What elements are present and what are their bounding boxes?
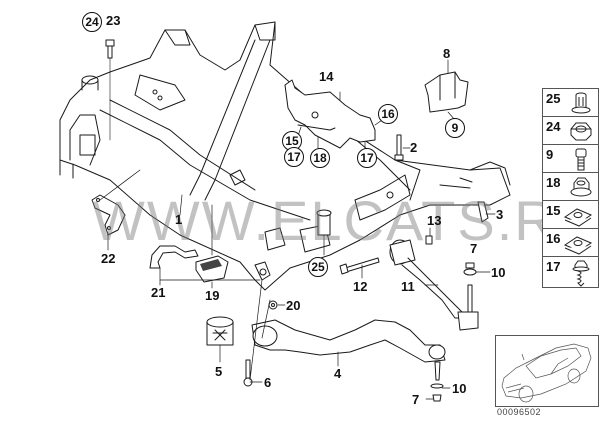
- callout-17b[interactable]: 17: [357, 148, 377, 168]
- callout-5[interactable]: 5: [215, 364, 223, 379]
- bolt-2[interactable]: [394, 134, 404, 161]
- legend-number: 9: [546, 147, 554, 162]
- legend-item[interactable]: 18: [543, 173, 598, 201]
- callout-22[interactable]: 22: [101, 251, 116, 266]
- callout-10a[interactable]: 10: [491, 265, 506, 280]
- callout-13[interactable]: 13: [427, 213, 442, 228]
- legend-item[interactable]: 17: [543, 257, 598, 287]
- fastener-legend: 25 24 9 18: [542, 88, 599, 288]
- callout-20[interactable]: 20: [286, 298, 301, 313]
- bracket-8[interactable]: [424, 71, 469, 113]
- rivet-nut-icon: [571, 92, 591, 114]
- speed-nut-clip-icon: [563, 236, 593, 255]
- callout-8[interactable]: 8: [443, 46, 451, 61]
- callout-21[interactable]: 21: [151, 285, 166, 300]
- callout-3[interactable]: 3: [496, 207, 504, 222]
- callout-12[interactable]: 12: [353, 279, 368, 294]
- callout-9[interactable]: 9: [445, 118, 465, 138]
- bushing-5[interactable]: [206, 316, 234, 346]
- diagram-id: 00096502: [497, 407, 542, 417]
- callout-1[interactable]: 1: [175, 212, 183, 227]
- callout-2[interactable]: 2: [410, 140, 418, 155]
- callout-7b[interactable]: 7: [412, 392, 420, 407]
- legend-number: 16: [546, 231, 561, 246]
- legend-item[interactable]: 25: [543, 89, 598, 117]
- bracket-22[interactable]: [91, 194, 126, 236]
- callout-18[interactable]: 18: [310, 148, 330, 168]
- legend-item[interactable]: 9: [543, 145, 598, 173]
- legend-item[interactable]: 15: [543, 201, 598, 229]
- callout-25[interactable]: 25: [308, 257, 328, 277]
- legend-number: 15: [546, 203, 561, 218]
- legend-number: 17: [546, 259, 561, 274]
- legend-item[interactable]: 24: [543, 117, 598, 145]
- car-sedan-icon: [501, 343, 592, 403]
- control-arm-11[interactable]: [389, 239, 479, 331]
- rivet-nut-25[interactable]: [316, 209, 332, 236]
- tapping-screw-icon: [572, 260, 590, 287]
- nut-13[interactable]: [425, 235, 433, 245]
- callout-14[interactable]: 14: [319, 69, 334, 84]
- nut-20[interactable]: [268, 300, 278, 310]
- bolt-12[interactable]: [339, 257, 380, 275]
- callout-16[interactable]: 16: [378, 104, 398, 124]
- speed-nut-clip-icon: [563, 208, 593, 227]
- callout-7a[interactable]: 7: [470, 241, 478, 256]
- legend-number: 24: [546, 119, 561, 134]
- callout-11[interactable]: 11: [401, 279, 415, 294]
- legend-number: 18: [546, 175, 561, 190]
- callout-15[interactable]: 15: [282, 131, 302, 151]
- vehicle-thumbnail[interactable]: [495, 335, 599, 407]
- bracket-21[interactable]: [149, 245, 199, 269]
- callout-19[interactable]: 19: [205, 288, 220, 303]
- leader-lines: [99, 59, 496, 400]
- bracket-14[interactable]: [284, 79, 376, 149]
- callout-23[interactable]: 23: [106, 13, 121, 28]
- legend-number: 25: [546, 91, 561, 106]
- callout-6[interactable]: 6: [264, 375, 272, 390]
- pad-19[interactable]: [195, 255, 229, 283]
- bolt-3[interactable]: [477, 201, 489, 223]
- callout-17a[interactable]: 17: [284, 147, 304, 167]
- hex-nut-icon: [570, 122, 592, 141]
- bolt-23[interactable]: [105, 39, 115, 141]
- control-arm-4[interactable]: [251, 319, 446, 402]
- flange-nut-icon: [570, 177, 592, 197]
- hex-socket-bolt-icon: [575, 148, 587, 171]
- callout-24[interactable]: 24: [82, 12, 102, 32]
- callout-10b[interactable]: 10: [452, 381, 467, 396]
- callout-4[interactable]: 4: [334, 366, 342, 381]
- legend-item[interactable]: 16: [543, 229, 598, 257]
